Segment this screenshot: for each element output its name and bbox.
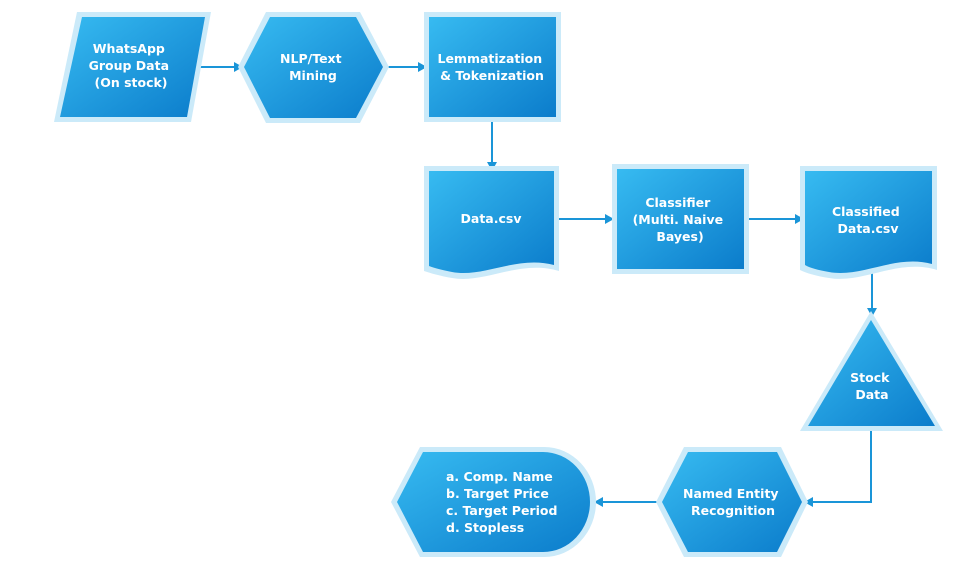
node-label: NLP/Text Mining xyxy=(280,51,346,83)
node-label: a. Comp. Name b. Target Price c. Target … xyxy=(446,469,562,535)
arrowhead xyxy=(867,308,877,317)
node-label: Lemmatization & Tokenization xyxy=(437,51,546,83)
parallelogram-fill xyxy=(60,17,205,117)
node-data-csv: Data.csv xyxy=(424,166,559,279)
hexagon-fill xyxy=(662,452,802,552)
arrowhead xyxy=(804,497,813,507)
rectangle-fill xyxy=(429,17,556,117)
node-classified-data-csv: Classified Data.csv xyxy=(800,166,937,279)
hexagon-fill xyxy=(244,17,383,118)
node-output-entities: a. Comp. Name b. Target Price c. Target … xyxy=(391,447,596,557)
node-nlp-text-mining: NLP/Text Mining xyxy=(238,12,389,123)
node-label: Classifier (Multi. Naive Bayes) xyxy=(633,195,728,244)
node-stock-data: Stock Data xyxy=(800,311,943,431)
node-lemmatization: Lemmatization & Tokenization xyxy=(424,12,561,122)
node-label: WhatsApp Group Data (On stock) xyxy=(89,41,174,90)
connectors xyxy=(194,62,877,507)
node-whatsapp-group-data: WhatsApp Group Data (On stock) xyxy=(54,12,211,122)
node-label: Named Entity Recognition xyxy=(683,486,783,518)
node-named-entity-recognition: Named Entity Recognition xyxy=(656,447,808,557)
arrowhead xyxy=(605,214,614,224)
rectangle-fill xyxy=(617,169,744,269)
arrowhead xyxy=(594,497,603,507)
triangle-fill xyxy=(808,320,935,426)
connector-stock-to-ner xyxy=(812,430,872,503)
document-fill xyxy=(805,171,932,273)
arrowhead xyxy=(795,214,804,224)
document-fill xyxy=(429,171,554,274)
display-fill xyxy=(397,452,590,552)
node-classifier: Classifier (Multi. Naive Bayes) xyxy=(612,164,749,274)
node-label: Stock Data xyxy=(850,370,894,402)
arrowhead xyxy=(418,62,427,72)
node-label: Data.csv xyxy=(461,211,522,226)
node-label: Classified Data.csv xyxy=(832,204,904,236)
